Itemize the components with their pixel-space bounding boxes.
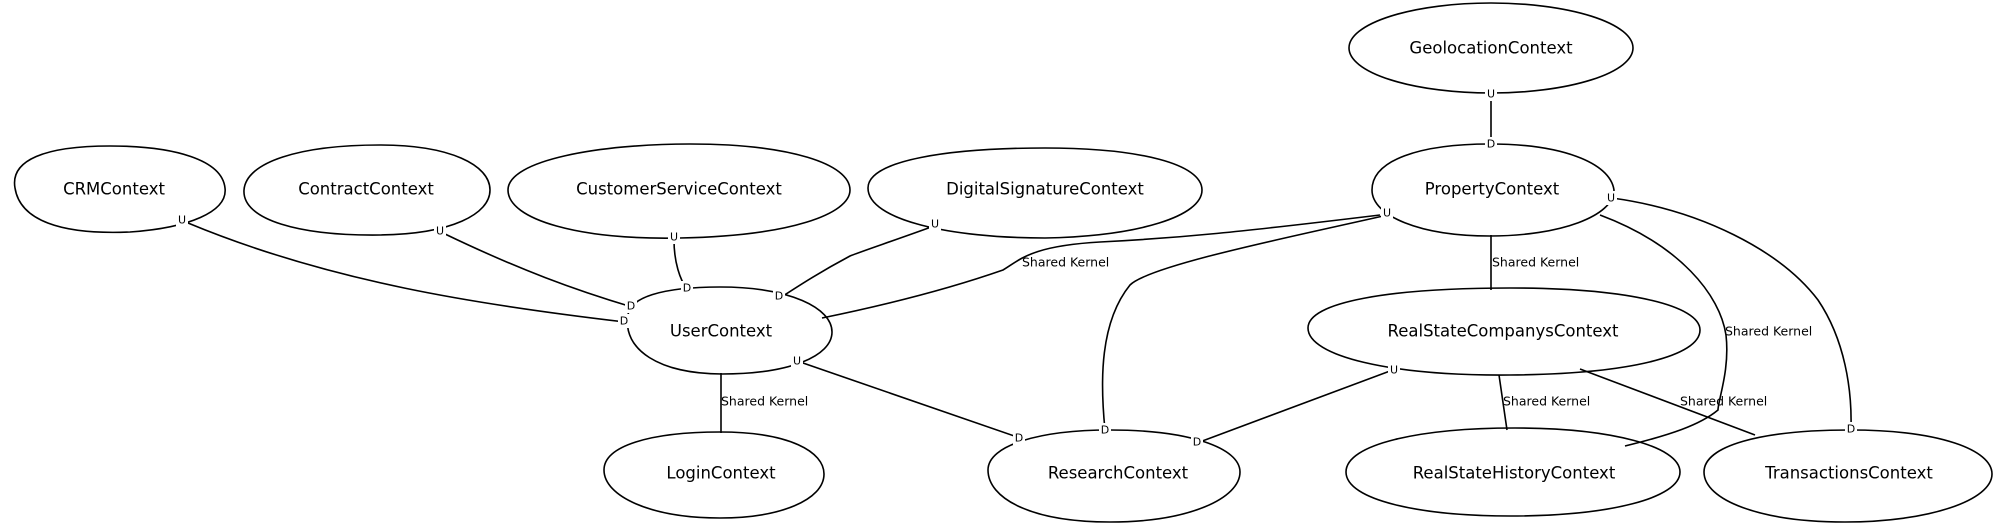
node-label: PropertyContext xyxy=(1425,180,1560,199)
edge-realstatecompanys-research xyxy=(1196,370,1391,444)
port-upstream-property-right: U xyxy=(1605,191,1617,205)
node-shape xyxy=(626,286,833,375)
svg-text:U: U xyxy=(1383,207,1391,220)
port-upstream-property-left: U xyxy=(1381,206,1393,220)
node-user-context[interactable]: UserContext xyxy=(626,286,833,375)
svg-text:D: D xyxy=(775,290,783,303)
port-downstream-user-contract: D xyxy=(625,299,637,313)
edge-user-research xyxy=(802,362,1021,439)
svg-text:U: U xyxy=(670,231,678,244)
svg-text:D: D xyxy=(1487,138,1495,151)
svg-text:U: U xyxy=(1607,192,1615,205)
edge-property-research xyxy=(1101,215,1384,431)
node-realstatecompanys-context[interactable]: RealStateCompanysContext xyxy=(1307,287,1701,376)
node-property-context[interactable]: PropertyContext xyxy=(1371,143,1615,237)
svg-text:D: D xyxy=(1101,424,1109,437)
svg-text:U: U xyxy=(436,225,444,238)
node-label: UserContext xyxy=(670,322,773,341)
port-downstream-research-property: D xyxy=(1099,423,1111,437)
edge-crm-user xyxy=(187,222,626,323)
node-shape xyxy=(987,429,1241,523)
port-upstream-geolocation: U xyxy=(1485,87,1497,101)
port-upstream-digitalsignature: U xyxy=(929,217,941,231)
port-upstream-customerservice: U xyxy=(668,230,680,244)
node-label: CRMContext xyxy=(63,180,165,199)
edge-realstatecompanys-history-shared-kernel xyxy=(1498,374,1508,431)
port-downstream-user-crm: D xyxy=(618,314,630,328)
nodes: GeolocationContext CRMContext ContractCo… xyxy=(13,2,1993,523)
port-upstream-realstatecompanys: U xyxy=(1388,363,1400,377)
svg-text:U: U xyxy=(1487,88,1495,101)
edge-label-property-history: Shared Kernel xyxy=(1725,324,1812,339)
node-transactions-context[interactable]: TransactionsContext xyxy=(1703,429,1993,523)
edge-labels: Shared Kernel Shared Kernel Shared Kerne… xyxy=(721,255,1812,409)
edge-digitalsignature-user xyxy=(782,225,935,297)
port-downstream-transactions: D xyxy=(1845,422,1857,436)
node-label: DigitalSignatureContext xyxy=(946,180,1144,199)
node-label: ResearchContext xyxy=(1048,464,1189,483)
svg-text:U: U xyxy=(178,214,186,227)
svg-text:U: U xyxy=(793,355,801,368)
node-crm-context[interactable]: CRMContext xyxy=(13,145,226,234)
port-downstream-user-digitalsignature: D xyxy=(773,289,785,303)
edge-label-realstatecompanys-transactions: Shared Kernel xyxy=(1680,394,1767,409)
svg-text:D: D xyxy=(1847,423,1855,436)
node-customerservice-context[interactable]: CustomerServiceContext xyxy=(507,143,851,239)
node-shape xyxy=(1703,429,1993,523)
port-upstream-crm: U xyxy=(176,213,188,227)
node-label: CustomerServiceContext xyxy=(576,180,782,199)
node-shape xyxy=(1371,143,1615,237)
port-upstream-contract: U xyxy=(434,224,446,238)
svg-text:D: D xyxy=(1193,436,1201,449)
edge-property-history-shared-kernel xyxy=(1599,214,1728,447)
port-downstream-property-top: D xyxy=(1485,137,1497,151)
node-shape xyxy=(1307,287,1701,376)
svg-text:D: D xyxy=(683,282,691,295)
node-shape xyxy=(867,147,1203,239)
node-shape xyxy=(603,431,825,519)
edge-user-property-shared-kernel xyxy=(821,214,1381,319)
node-realstatehistory-context[interactable]: RealStateHistoryContext xyxy=(1345,427,1681,517)
edge-label-realstatecompanys-history: Shared Kernel xyxy=(1503,394,1590,409)
node-label: LoginContext xyxy=(666,464,776,483)
node-contract-context[interactable]: ContractContext xyxy=(243,144,491,236)
node-shape xyxy=(507,143,851,239)
edges xyxy=(187,100,1852,447)
edge-label-user-property: Shared Kernel xyxy=(1022,255,1109,270)
svg-text:U: U xyxy=(931,218,939,231)
edge-property-transactions xyxy=(1611,197,1852,429)
svg-text:D: D xyxy=(627,300,635,313)
edge-contract-user xyxy=(444,233,633,308)
node-research-context[interactable]: ResearchContext xyxy=(987,429,1241,523)
edge-realstatecompanys-transactions-shared-kernel xyxy=(1579,368,1756,436)
node-label: TransactionsContext xyxy=(1764,464,1933,483)
node-label: ContractContext xyxy=(298,180,434,199)
node-label: RealStateHistoryContext xyxy=(1413,464,1616,483)
node-label: RealStateCompanysContext xyxy=(1388,322,1620,341)
port-downstream-research-user: D xyxy=(1013,431,1025,445)
edge-label-user-login: Shared Kernel xyxy=(721,394,808,409)
port-upstream-user-bottom: U xyxy=(791,354,803,368)
node-login-context[interactable]: LoginContext xyxy=(603,431,825,519)
svg-text:U: U xyxy=(1390,364,1398,377)
port-downstream-user-customerservice: D xyxy=(681,281,693,295)
node-shape xyxy=(13,145,226,234)
node-geolocation-context[interactable]: GeolocationContext xyxy=(1348,2,1634,94)
svg-text:D: D xyxy=(620,315,628,328)
node-shape xyxy=(243,144,491,236)
port-downstream-research-realstatecompanys: D xyxy=(1191,435,1203,449)
node-shape xyxy=(1345,427,1681,517)
ports: U D U U U U U U D D D D U U D D D D xyxy=(176,87,1857,449)
edge-label-property-realstatecompanys: Shared Kernel xyxy=(1492,255,1579,270)
node-digitalsignature-context[interactable]: DigitalSignatureContext xyxy=(867,147,1203,239)
svg-text:D: D xyxy=(1015,432,1023,445)
node-label: GeolocationContext xyxy=(1409,39,1573,58)
